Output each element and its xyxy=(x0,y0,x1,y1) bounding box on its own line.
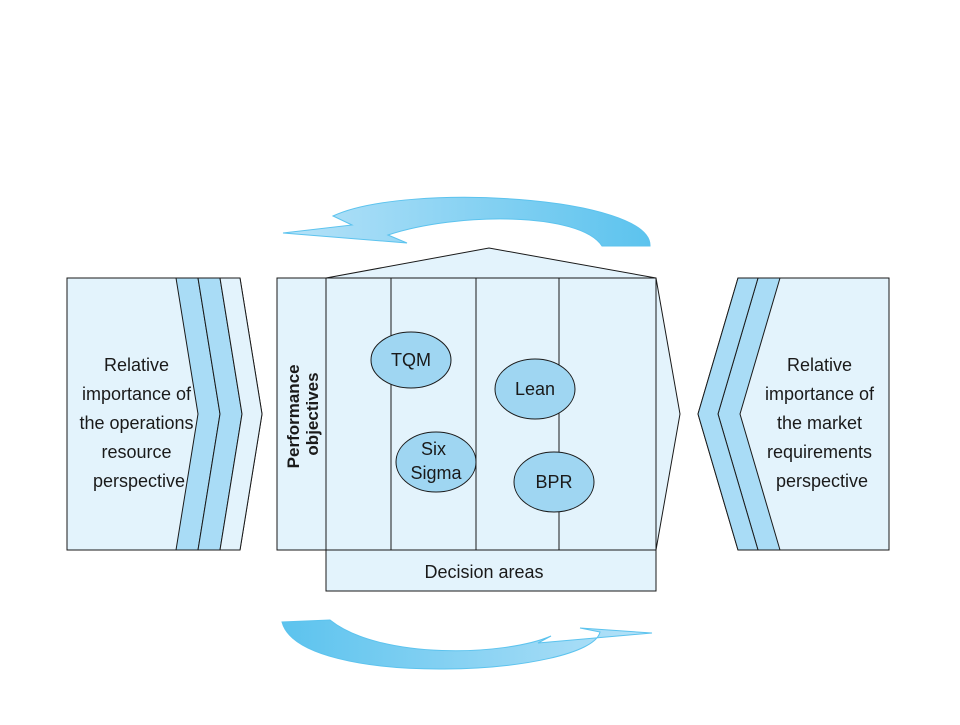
ellipse-lean: Lean xyxy=(494,358,576,420)
left-chevron-tip xyxy=(219,277,263,551)
performance-objectives-column xyxy=(276,277,327,551)
right-panel-line-4: requirements xyxy=(767,442,872,462)
six-sigma-line-2: Sigma xyxy=(410,463,462,483)
ellipse-lean-label: Lean xyxy=(515,379,555,399)
right-chevron-band-2 xyxy=(697,277,759,551)
right-panel-text: Relative importance of the market requir… xyxy=(765,355,879,491)
bottom-curved-arrow-icon xyxy=(281,619,653,670)
right-panel-line-1: Relative xyxy=(787,355,852,375)
right-panel-line-2: importance of xyxy=(765,384,875,404)
ellipse-six-sigma: Six Sigma xyxy=(395,431,477,493)
performance-label-line-2: objectives xyxy=(303,372,322,455)
left-panel-text: Relative importance of the operations re… xyxy=(79,355,198,491)
right-panel-line-3: the market xyxy=(777,413,862,433)
decision-areas-bar xyxy=(325,549,657,592)
left-panel-line-1: Relative xyxy=(104,355,169,375)
matrix-roof xyxy=(325,247,657,279)
top-curved-arrow-icon xyxy=(282,196,651,247)
six-sigma-line-1: Six xyxy=(421,439,446,459)
ellipse-six-sigma-label: Six Sigma xyxy=(410,439,462,483)
left-panel-line-5: perspective xyxy=(93,471,185,491)
ellipse-bpr: BPR xyxy=(513,451,595,513)
ellipse-tqm: TQM xyxy=(370,331,452,389)
performance-objectives-label: Performance objectives xyxy=(284,360,322,469)
ellipse-bpr-label: BPR xyxy=(535,472,572,492)
right-panel-line-5: perspective xyxy=(776,471,868,491)
left-perspective-panel: Relative importance of the operations re… xyxy=(66,277,263,551)
matrix-right-wedge xyxy=(655,277,681,551)
performance-label-line-1: Performance xyxy=(284,364,303,468)
right-perspective-panel: Relative importance of the market requir… xyxy=(697,277,890,551)
decision-grid xyxy=(325,277,657,551)
ellipse-tqm-label: TQM xyxy=(391,350,431,370)
left-panel-line-2: importance of xyxy=(82,384,192,404)
decision-areas-label: Decision areas xyxy=(424,562,543,582)
left-panel-line-4: resource xyxy=(101,442,171,462)
left-panel-line-3: the operations xyxy=(79,413,193,433)
central-matrix: Performance objectives Decision areas TQ… xyxy=(276,247,681,592)
